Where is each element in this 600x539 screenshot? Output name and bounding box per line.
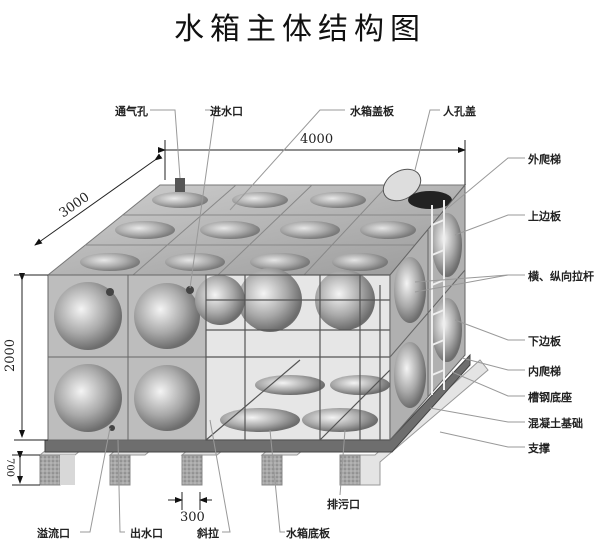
- label-vent: 通气孔: [115, 105, 148, 118]
- tank-front-panels: [47, 274, 207, 441]
- dimension-base-height: 700: [4, 457, 16, 478]
- diagram-title: 水箱主体结构图: [174, 12, 426, 47]
- label-tie-rods: 横、纵向拉杆: [528, 270, 594, 283]
- manhole-cover: [382, 168, 422, 202]
- label-upper-side-plate: 上边板: [528, 210, 561, 223]
- vent-pipe: [175, 178, 185, 192]
- label-outer-ladder: 外爬梯: [528, 153, 561, 166]
- label-lower-side-plate: 下边板: [528, 335, 561, 348]
- label-inlet: 进水口: [210, 105, 243, 118]
- dimension-height: 2000: [3, 338, 19, 373]
- label-diagonal-brace: 斜拉: [197, 527, 219, 539]
- dimension-base-spacing: 300: [180, 510, 205, 525]
- label-drain: 排污口: [327, 498, 360, 511]
- label-inner-ladder: 内爬梯: [528, 365, 561, 378]
- tank-interior-cutaway: [195, 268, 391, 441]
- dimension-lines: [12, 140, 466, 510]
- leader-lines: [80, 109, 525, 533]
- tank-side-panels: [389, 183, 466, 442]
- label-manhole-cover: 人孔盖: [443, 105, 476, 118]
- label-channel-base: 槽钢底座: [528, 391, 572, 404]
- outer-ladder: [431, 200, 445, 395]
- label-outlet: 出水口: [130, 527, 163, 539]
- label-bottom-plate: 水箱底板: [286, 527, 330, 539]
- label-support: 支撑: [528, 442, 550, 455]
- label-concrete-foundation: 混凝土基础: [528, 417, 583, 430]
- dimension-length: 4000: [300, 132, 334, 147]
- label-overflow: 溢流口: [37, 527, 70, 539]
- label-cover-plate: 水箱盖板: [350, 105, 394, 118]
